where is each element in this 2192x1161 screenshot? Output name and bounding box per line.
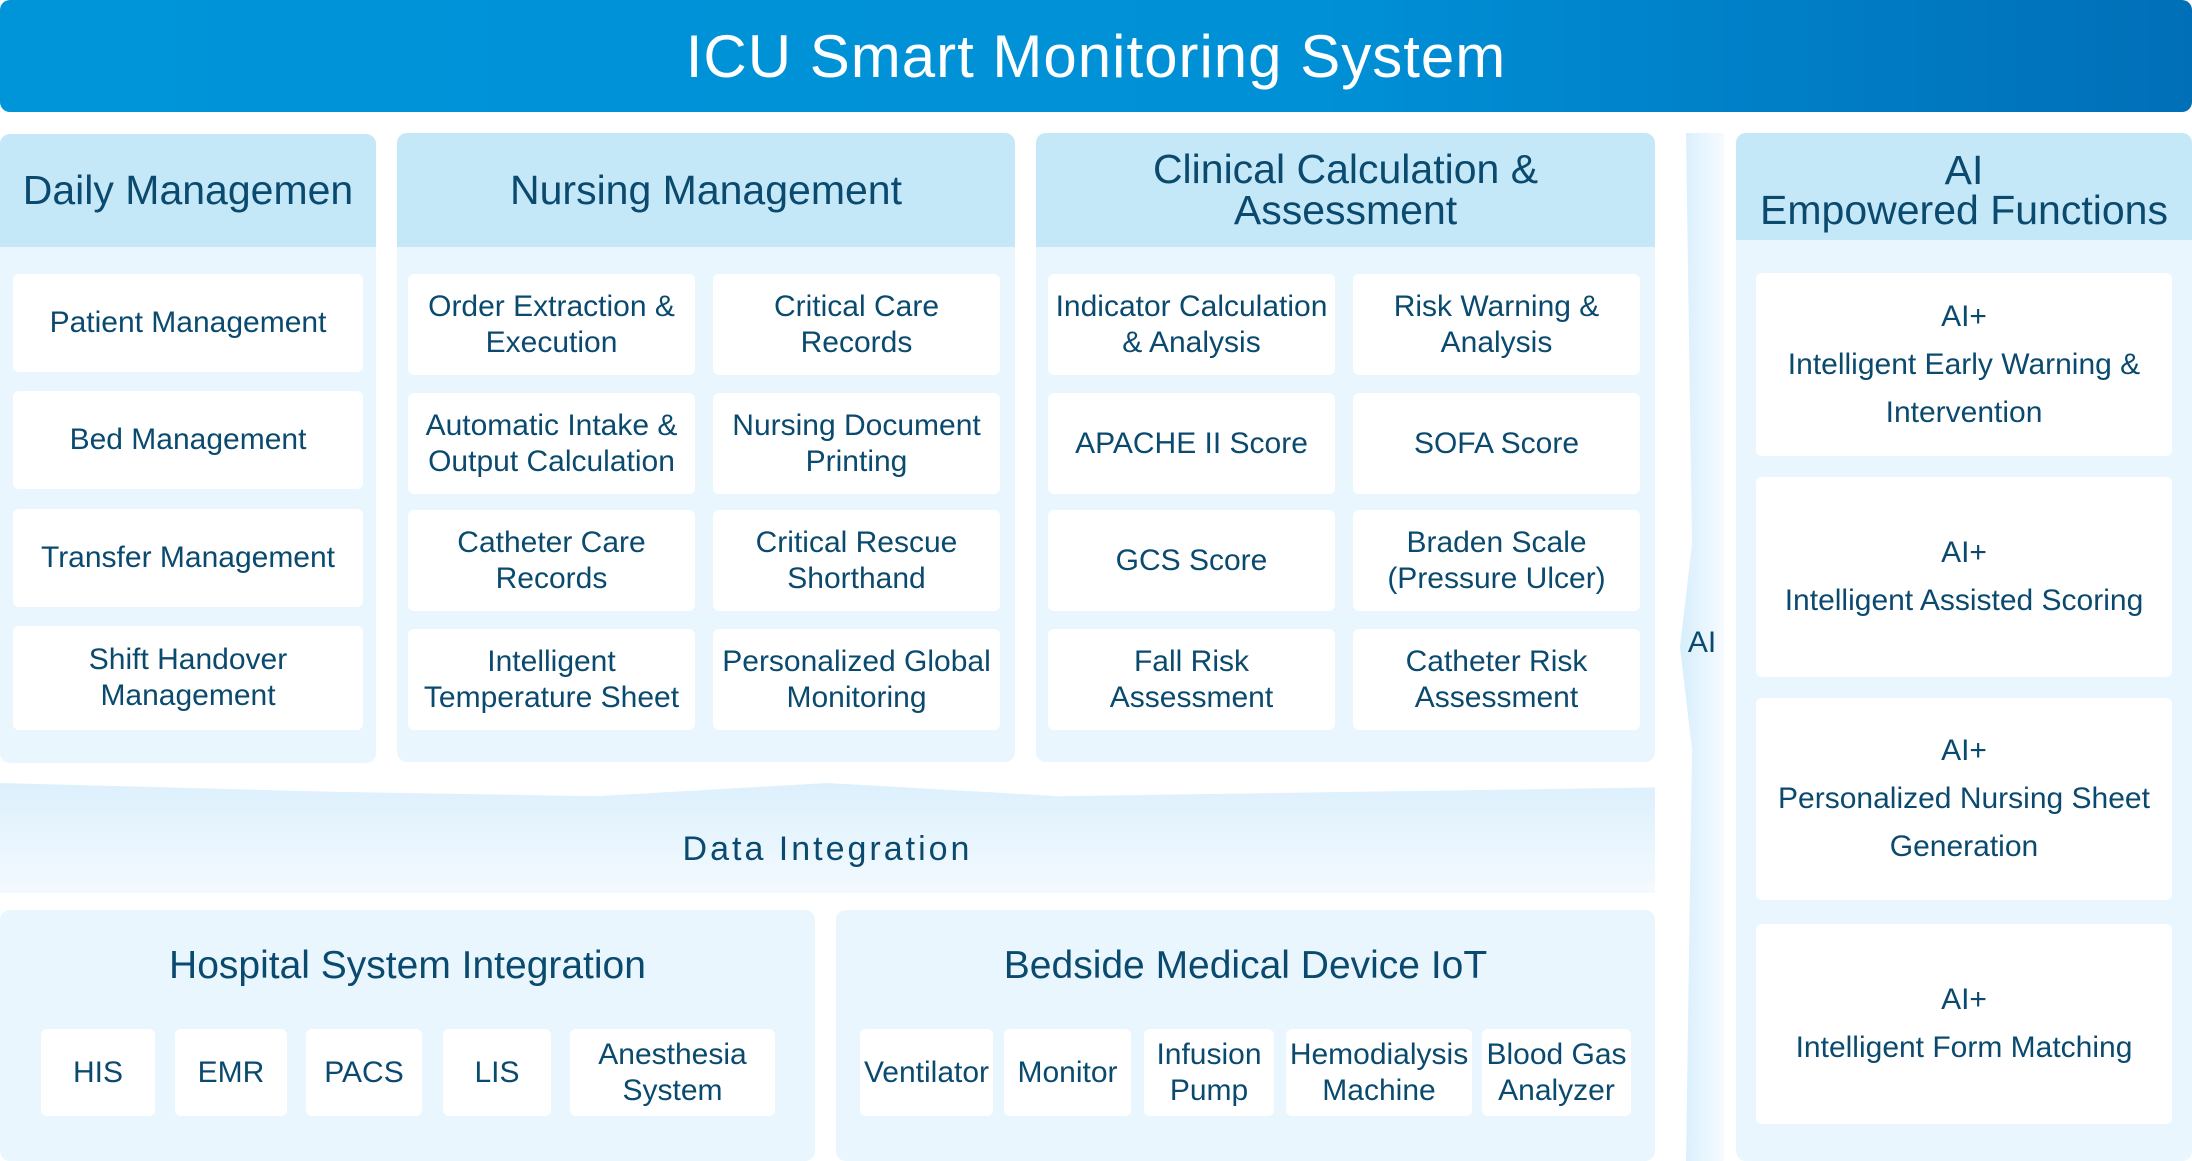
- bedside-device-item[interactable]: Infusion Pump: [1144, 1029, 1274, 1116]
- clinical-item[interactable]: APACHE II Score: [1048, 393, 1335, 494]
- clinical-assessment-panel: Clinical Calculation & Assessment Indica…: [1036, 133, 1655, 762]
- ai-function-label: Personalized Nursing Sheet Generation: [1778, 782, 2150, 863]
- nursing-management-title: Nursing Management: [397, 133, 1015, 247]
- ai-function-label: Intelligent Form Matching: [1795, 1031, 2133, 1064]
- clinical-item[interactable]: Braden Scale (Pressure Ulcer): [1353, 510, 1640, 611]
- nursing-item[interactable]: Catheter Care Records: [408, 510, 695, 611]
- clinical-item[interactable]: Indicator Calculation & Analysis: [1048, 274, 1335, 375]
- hospital-system-item[interactable]: Anesthesia System: [570, 1029, 775, 1116]
- daily-item[interactable]: Transfer Management: [13, 509, 363, 607]
- ai-side-label: AI: [1687, 626, 1717, 659]
- ai-prefix: AI+: [1941, 983, 1987, 1016]
- daily-management-title: Daily Managemen: [0, 134, 376, 247]
- ai-title-line2: Empowered Functions: [1760, 186, 2168, 233]
- nursing-item[interactable]: Critical Care Records: [713, 274, 1000, 375]
- ai-function-label: Intelligent Assisted Scoring: [1784, 584, 2144, 617]
- hospital-system-item[interactable]: EMR: [175, 1029, 287, 1116]
- nursing-item[interactable]: Order Extraction & Execution: [408, 274, 695, 375]
- nursing-management-panel: Nursing Management Order Extraction & Ex…: [397, 133, 1015, 762]
- ai-function-item[interactable]: AI+ Intelligent Assisted Scoring: [1756, 477, 2172, 677]
- ai-function-item[interactable]: AI+ Intelligent Early Warning & Intervent…: [1756, 273, 2172, 456]
- ai-prefix: AI+: [1941, 536, 1987, 569]
- daily-item[interactable]: Patient Management: [13, 274, 363, 372]
- daily-management-panel: Daily Managemen Patient Management Bed M…: [0, 134, 376, 763]
- data-integration-label: Data Integration: [682, 830, 973, 868]
- ai-prefix: AI+: [1941, 734, 1987, 767]
- ai-function-label: Intelligent Early Warning & Intervention: [1787, 347, 2141, 429]
- clinical-item[interactable]: GCS Score: [1048, 510, 1335, 611]
- nursing-item[interactable]: Nursing Document Printing: [713, 393, 1000, 494]
- bedside-device-item[interactable]: Monitor: [1004, 1029, 1131, 1116]
- daily-item[interactable]: Bed Management: [13, 391, 363, 489]
- ai-function-item[interactable]: AI+ Personalized Nursing Sheet Generation: [1756, 698, 2172, 900]
- ai-title-line1: AI: [1944, 146, 1984, 193]
- clinical-assessment-title: Clinical Calculation & Assessment: [1036, 133, 1655, 247]
- ai-functions-title: AI Empowered Functions: [1736, 133, 2192, 240]
- hospital-system-item[interactable]: PACS: [306, 1029, 422, 1116]
- page-title: ICU Smart Monitoring System: [0, 0, 2192, 112]
- hospital-system-item[interactable]: HIS: [41, 1029, 155, 1116]
- bedside-device-item[interactable]: Blood Gas Analyzer: [1482, 1029, 1631, 1116]
- bedside-iot-title: Bedside Medical Device IoT: [1003, 944, 1488, 987]
- clinical-item[interactable]: Catheter Risk Assessment: [1353, 629, 1640, 730]
- nursing-item[interactable]: Personalized Global Monitoring: [713, 629, 1000, 730]
- ai-function-item[interactable]: AI+ Intelligent Form Matching: [1756, 924, 2172, 1124]
- hospital-integration-title: Hospital System Integration: [169, 944, 646, 987]
- clinical-item[interactable]: SOFA Score: [1353, 393, 1640, 494]
- nursing-item[interactable]: Intelligent Temperature Sheet: [408, 629, 695, 730]
- ai-functions-panel: AI Empowered Functions AI+ Intelligent Ea…: [1736, 133, 2192, 1161]
- nursing-item[interactable]: Critical Rescue Shorthand: [713, 510, 1000, 611]
- clinical-item[interactable]: Fall Risk Assessment: [1048, 629, 1335, 730]
- daily-item[interactable]: Shift Handover Management: [13, 626, 363, 730]
- hospital-system-item[interactable]: LIS: [443, 1029, 551, 1116]
- nursing-item[interactable]: Automatic Intake & Output Calculation: [408, 393, 695, 494]
- clinical-item[interactable]: Risk Warning & Analysis: [1353, 274, 1640, 375]
- bedside-device-item[interactable]: Hemodialysis Machine: [1286, 1029, 1472, 1116]
- bedside-device-item[interactable]: Ventilator: [860, 1029, 993, 1116]
- ai-prefix: AI+: [1941, 299, 1987, 333]
- data-integration-band: [0, 783, 1655, 893]
